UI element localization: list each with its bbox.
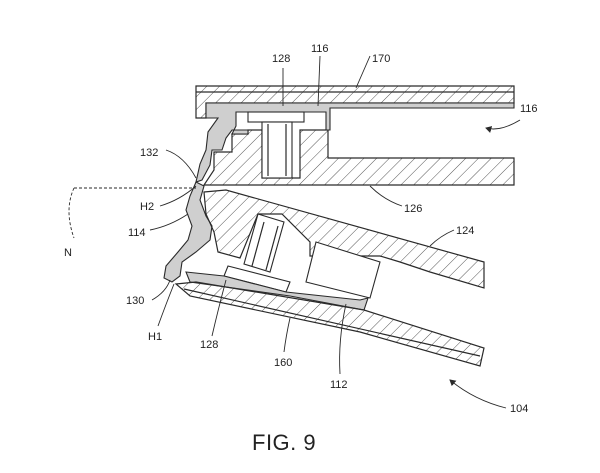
screw-128-bottom	[223, 213, 291, 293]
adhesive-layer-top	[195, 102, 515, 183]
label-h2: H2	[140, 201, 154, 213]
hinge-clip	[163, 181, 213, 283]
label-126: 126	[404, 203, 422, 215]
label-130: 130	[126, 295, 144, 307]
top-cover-170	[195, 85, 515, 119]
screw-128-top	[247, 111, 305, 179]
label-132: 132	[140, 147, 158, 159]
label-112: 112	[330, 379, 348, 391]
label-114: 114	[128, 227, 146, 239]
module-112	[305, 241, 381, 299]
label-124: 124	[456, 225, 474, 237]
lower-housing-124	[203, 189, 485, 289]
label-128-top: 128	[272, 53, 290, 65]
label-104: 104	[510, 403, 528, 415]
label-h1: H1	[148, 331, 162, 343]
figure-caption: FIG. 9	[252, 430, 316, 455]
label-n: N	[64, 247, 72, 259]
label-116-top: 116	[311, 43, 329, 55]
label-170: 170	[372, 53, 390, 65]
label-128-bottom: 128	[200, 339, 218, 351]
label-116-right: 116	[520, 103, 538, 115]
label-160: 160	[274, 357, 292, 369]
upper-housing-126	[202, 129, 515, 186]
